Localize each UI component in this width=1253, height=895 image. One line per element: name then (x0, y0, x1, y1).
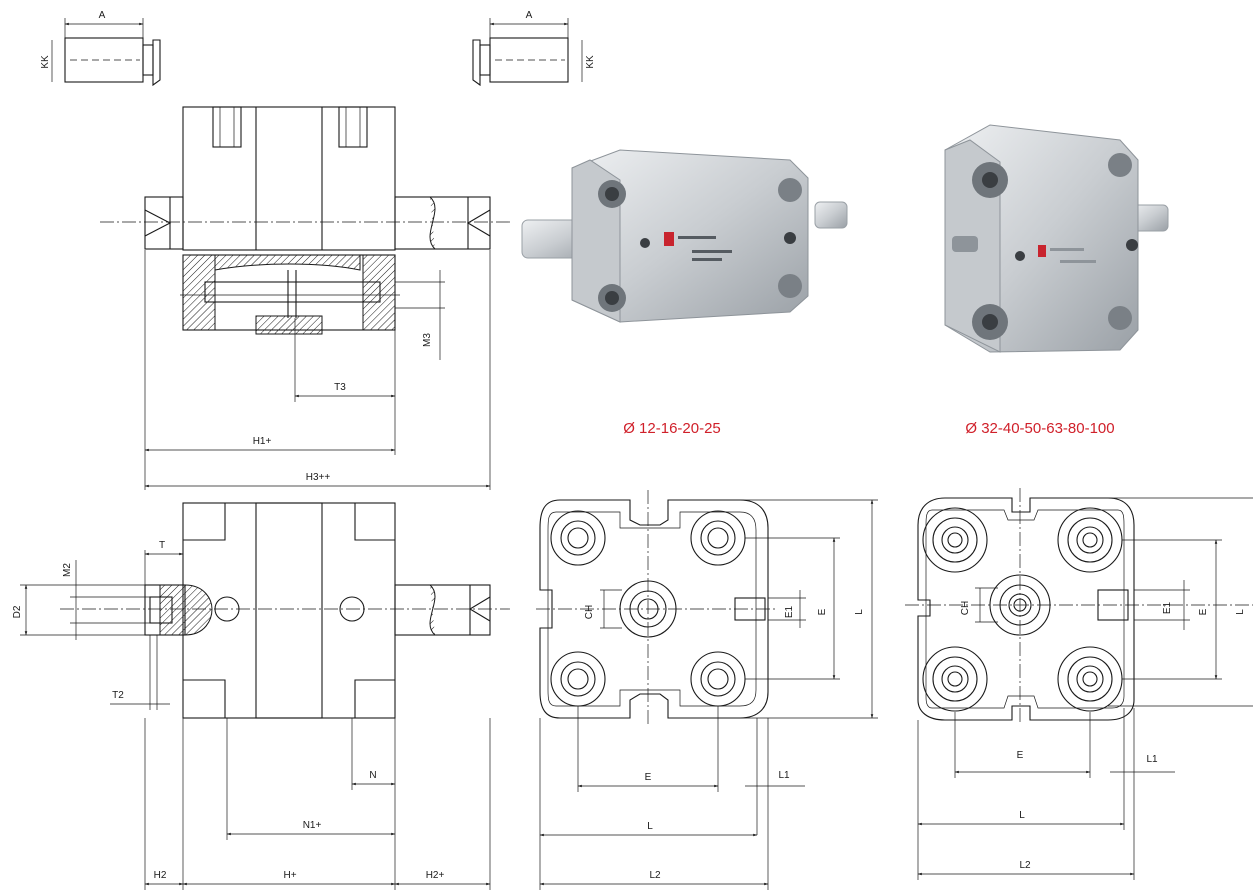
dim-h: H+ (283, 870, 296, 881)
dim-l-vert-small: L (854, 609, 865, 615)
dim-t3: T3 (334, 382, 346, 393)
dim-a-right: A (526, 10, 533, 21)
dim-m3: M3 (422, 333, 433, 347)
cylinder-photo-small (521, 149, 848, 323)
dim-n1: N1+ (303, 820, 322, 831)
dim-ch-large: CH (960, 601, 971, 615)
rod-end-left: A KK (40, 10, 161, 87)
dim-h2-left: H2 (154, 870, 167, 881)
dim-kk-right: KK (585, 55, 596, 69)
dim-e1-small: E1 (784, 605, 795, 618)
dim-l1-large: L1 (1146, 754, 1158, 765)
dim-t: T (159, 540, 165, 551)
dim-t2: T2 (112, 690, 124, 701)
dim-kk-left: KK (40, 55, 51, 69)
dim-e-horiz-large: E (1017, 750, 1024, 761)
end-view-small: CH E1 E L E L1 L L2 (536, 490, 878, 890)
dim-l-horiz-large: L (1019, 810, 1025, 821)
dim-l2-large: L2 (1019, 860, 1031, 871)
dim-h1: H1+ (253, 436, 272, 447)
cylinder-photo-large (944, 124, 1169, 353)
rod-end-right: A KK (472, 10, 596, 87)
dim-m2: M2 (62, 563, 73, 577)
dim-e-vert-small: E (817, 608, 828, 615)
dim-a-left: A (99, 10, 106, 21)
side-view: D2 M2 T T2 N N1+ H2 H+ H2+ (12, 502, 510, 890)
dim-d2: D2 (12, 605, 23, 618)
dim-l-vert-large: L (1235, 609, 1246, 615)
caption-large-bores: Ø 32-40-50-63-80-100 (965, 420, 1114, 437)
front-section-view: M3 T3 H1+ H3++ (100, 106, 510, 490)
caption-small-bores: Ø 12-16-20-25 (623, 420, 721, 437)
dim-l2-small: L2 (649, 870, 661, 881)
dim-e1-large: E1 (1162, 601, 1173, 614)
dim-h3: H3++ (306, 472, 331, 483)
dim-l1-small: L1 (778, 770, 790, 781)
dim-e-horiz-small: E (645, 772, 652, 783)
dim-l-horiz-small: L (647, 821, 653, 832)
dim-e-vert-large: E (1198, 608, 1209, 615)
dim-ch-small: CH (584, 605, 595, 619)
dim-h2-right: H2+ (426, 870, 445, 881)
dim-n: N (369, 770, 376, 781)
end-view-large: CH E1 E L E L1 L L2 (905, 488, 1253, 880)
